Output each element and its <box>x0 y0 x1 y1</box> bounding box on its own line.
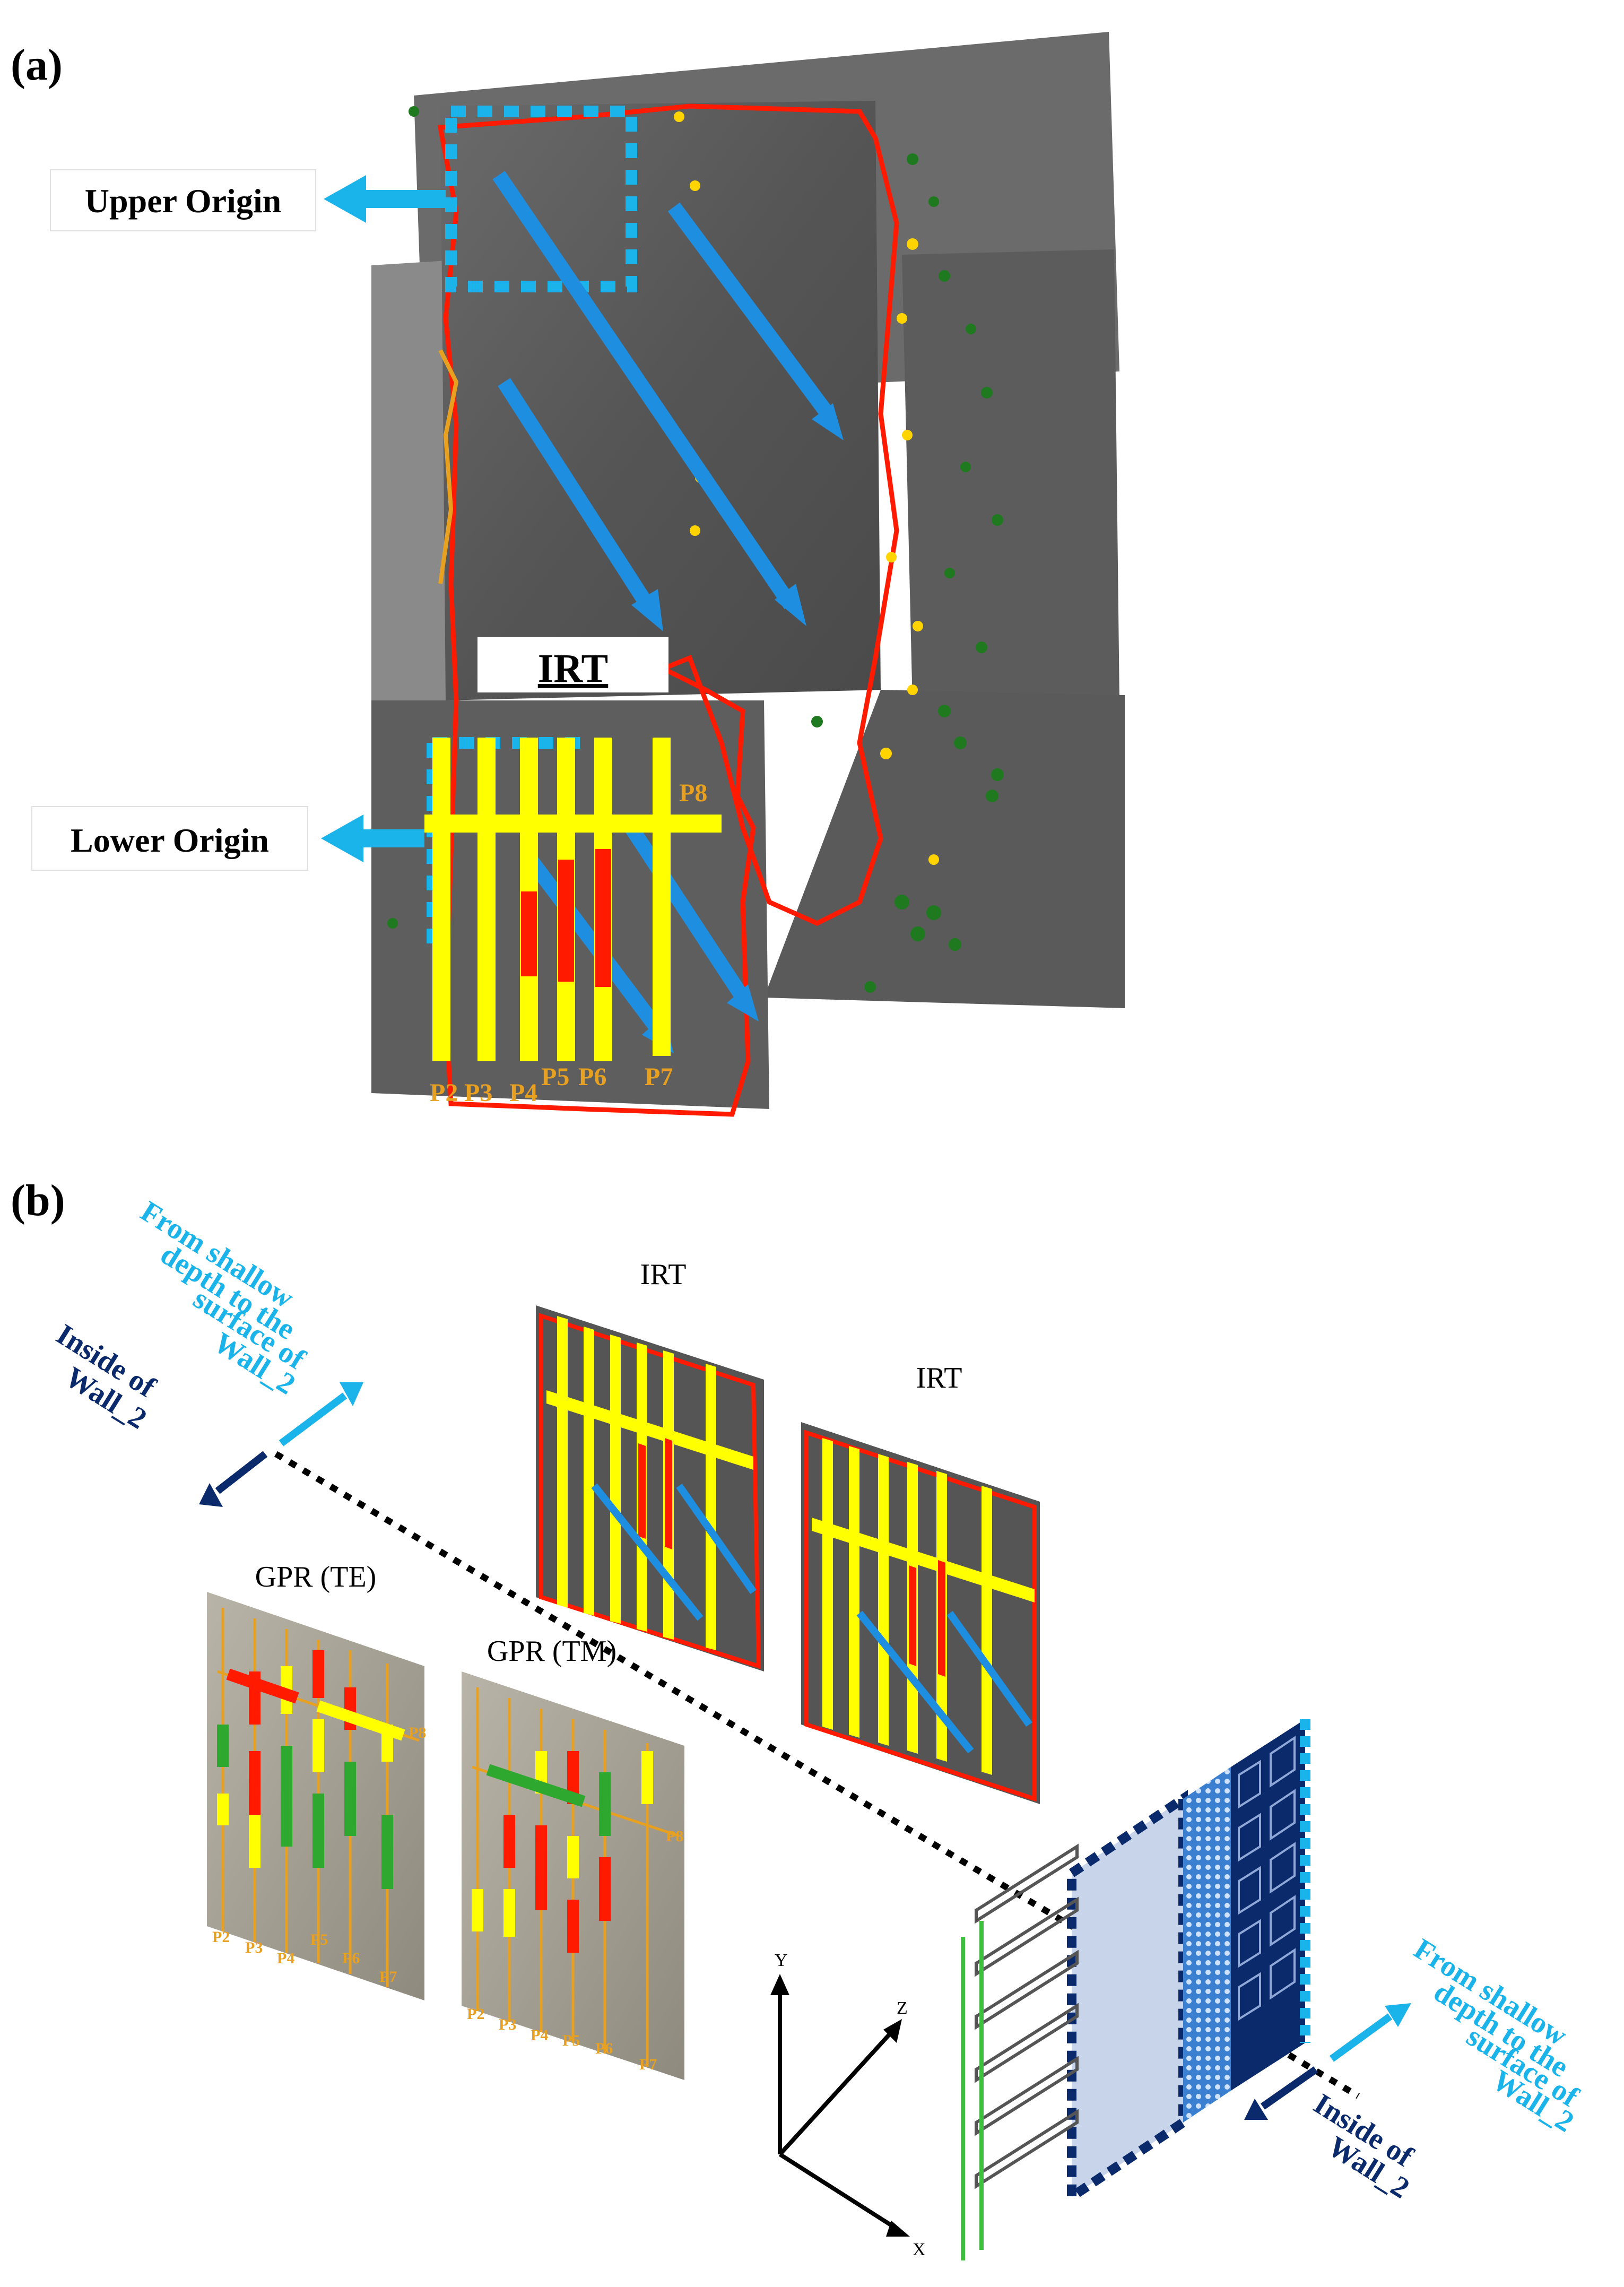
path-label-p6: P6 <box>578 1063 606 1091</box>
x-axis-arrowhead <box>886 2221 910 2237</box>
mosaic-tile-right-1 <box>902 249 1119 706</box>
gpr-te-label: GPR (TE) <box>255 1561 377 1593</box>
path-label-p2: P2 <box>430 1079 458 1107</box>
path-label-p4: P4 <box>509 1079 537 1107</box>
gpr-te-p3: P3 <box>245 1939 263 1956</box>
irt-plane-2-contour <box>804 1430 1037 1802</box>
wall-cross-section <box>961 1719 1310 2260</box>
gpr-tm-p8: P8 <box>666 1827 683 1845</box>
wall-block-cells <box>1238 1736 1296 2021</box>
gpr-te-p2: P2 <box>212 1928 230 1946</box>
left-inside-arrow <box>215 1451 268 1494</box>
axis-y-label: Y <box>775 1951 788 1970</box>
gpr-tm-p6: P6 <box>595 2040 613 2057</box>
wall-insulation-layer <box>1067 1790 1188 2206</box>
path-label-p3: P3 <box>464 1079 492 1107</box>
right-inside-arrow <box>1260 2066 1318 2110</box>
upper-origin-arrowhead <box>324 175 366 223</box>
gpr-te-path-labels: P2 P3 P4 P5 P6 P7 P8 <box>212 1724 426 1986</box>
gpr-tm-p2: P2 <box>467 2005 484 2023</box>
left-shallow-arrow <box>279 1392 348 1446</box>
green-points <box>387 106 1004 993</box>
irt-label-a: IRT <box>538 646 608 691</box>
gpr-tm-p7: P7 <box>639 2056 657 2073</box>
path-label-p7: P7 <box>645 1063 673 1091</box>
wall-green-rails <box>961 1921 984 2260</box>
right-shallow-arrow <box>1329 2013 1393 2062</box>
gpr-tm-p4: P4 <box>531 2026 548 2044</box>
axis-x-label: X <box>913 2240 926 2259</box>
path-label-p5: P5 <box>541 1063 569 1091</box>
path-label-p8: P8 <box>679 779 707 807</box>
left-shallow-arrowhead <box>340 1382 363 1406</box>
gpr-tm-segments <box>472 1751 653 1953</box>
gpr-tm-path-labels: P2 P3 P4 P5 P6 P7 P8 <box>467 1827 683 2073</box>
upper-origin-box <box>445 106 637 292</box>
wall-mesh-layer <box>1183 1767 1231 2123</box>
upper-origin-label-box <box>50 169 316 231</box>
gpr-te-p7: P7 <box>379 1968 397 1986</box>
lower-origin-label-box <box>31 806 308 871</box>
right-shallow-arrowhead <box>1385 2003 1411 2027</box>
upper-origin-label: Upper Origin <box>85 182 281 220</box>
gpr-te-p6: P6 <box>342 1950 360 1967</box>
gpr-te-p4: P4 <box>277 1950 294 1967</box>
irt-plane-2-arrows <box>856 1610 1032 1754</box>
gpr-te-segments <box>217 1650 405 1889</box>
upper-origin-callout: Upper Origin <box>50 169 446 231</box>
scan-paths-yellow <box>424 738 722 1061</box>
gpr-tm-label: GPR (TM) <box>487 1635 616 1668</box>
mosaic-tile-right-2 <box>764 690 1125 1008</box>
axis-z-label: Z <box>897 1998 908 2018</box>
irt-label-b1: IRT <box>640 1258 687 1291</box>
irt-plane-2: IRT <box>801 1362 1040 1804</box>
irt-label-box <box>477 637 668 692</box>
scan-direction-arrows <box>492 171 844 1053</box>
projection-dotted-line <box>274 1451 1360 2099</box>
y-axis-arrowhead <box>770 1974 789 1995</box>
gpr-tm-plane: GPR (TM) P2 P3 P4 <box>462 1635 684 2080</box>
irt-plane-1: IRT <box>536 1258 764 1671</box>
gpr-te-p5: P5 <box>310 1931 328 1948</box>
x-axis-line <box>778 2152 898 2231</box>
left-inside-arrowhead <box>199 1483 223 1507</box>
lower-origin-arrowhead <box>321 815 363 862</box>
irt-plane-1-surface <box>536 1305 764 1671</box>
gpr-tm-p5: P5 <box>562 2032 580 2049</box>
defect-streaks-red <box>521 849 611 987</box>
irt-label-b2: IRT <box>916 1362 962 1394</box>
lower-origin-label: Lower Origin <box>71 821 269 859</box>
defect-contour-orange <box>438 349 459 584</box>
gpr-te-plane: GPR (TE) <box>207 1561 426 2000</box>
irt-plane-2-defects <box>909 1560 945 1677</box>
left-direction-annotation: From shallow depth to the surface of Wal… <box>50 1195 363 1507</box>
z-axis-line <box>778 2031 893 2156</box>
lower-origin-callout: Lower Origin <box>31 806 424 871</box>
irt-plane-1-arrows <box>591 1483 757 1621</box>
wall-studs <box>975 1843 1079 2189</box>
panel-b-label: (b) <box>11 1176 65 1225</box>
defect-contour-red <box>437 103 899 1117</box>
gpr-tm-p3: P3 <box>499 2016 516 2033</box>
right-inside-arrowhead <box>1244 2099 1268 2120</box>
irt-plane-1-defects <box>638 1438 672 1549</box>
gpr-te-p8: P8 <box>409 1724 426 1742</box>
xyz-axes: Y Z X <box>770 1951 926 2259</box>
irt-path-labels: P2 P3 P4 P5 P6 P7 P8 <box>430 779 707 1107</box>
irt-thermal-mosaic: IRT P2 P3 P4 P5 P6 P7 P8 <box>371 32 1125 1117</box>
wall-block-layer <box>1231 1719 1305 2091</box>
z-axis-arrowhead <box>883 2019 902 2043</box>
panel-a-label: (a) <box>11 40 63 90</box>
irt-plane-2-surface <box>801 1422 1040 1804</box>
irt-plane-1-contour <box>539 1313 761 1669</box>
